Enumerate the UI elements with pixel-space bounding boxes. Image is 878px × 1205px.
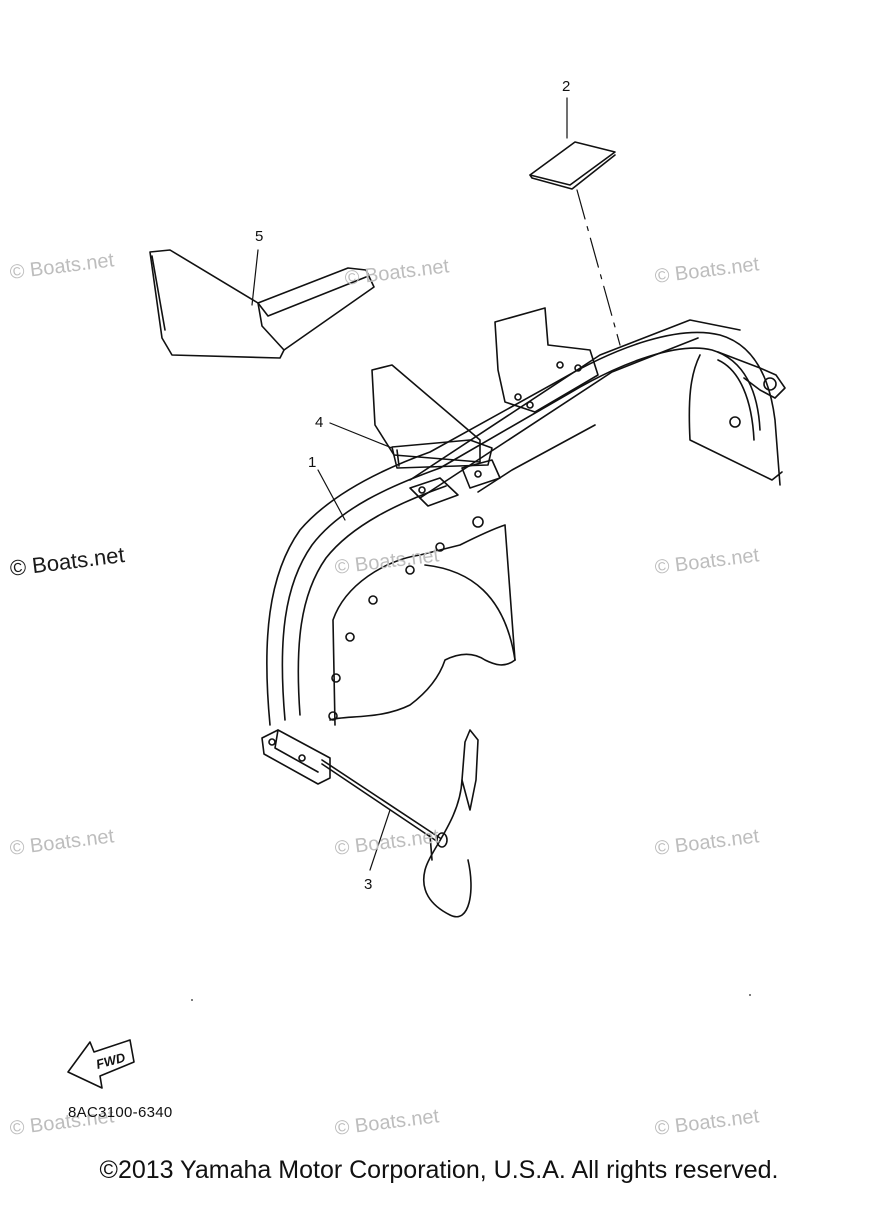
callout-5: 5 [255, 228, 264, 245]
part-code: 8AC3100-6340 [68, 1104, 173, 1121]
part-1-cover [261, 307, 786, 785]
part-3-pin [321, 729, 479, 918]
part-2-label [529, 141, 616, 190]
fwd-arrow-icon: FWD [67, 1039, 135, 1089]
fwd-label: FWD [94, 1050, 127, 1072]
callout-2: 2 [562, 78, 571, 95]
part-4-pad [391, 439, 493, 469]
leader-lines [251, 97, 621, 871]
callout-4: 4 [315, 414, 324, 431]
callout-1: 1 [308, 454, 317, 471]
bolt-row [328, 516, 484, 721]
copyright-notice: ©2013 Yamaha Motor Corporation, U.S.A. A… [99, 1156, 779, 1184]
part-5-pad [149, 249, 375, 359]
callout-3: 3 [364, 876, 373, 893]
